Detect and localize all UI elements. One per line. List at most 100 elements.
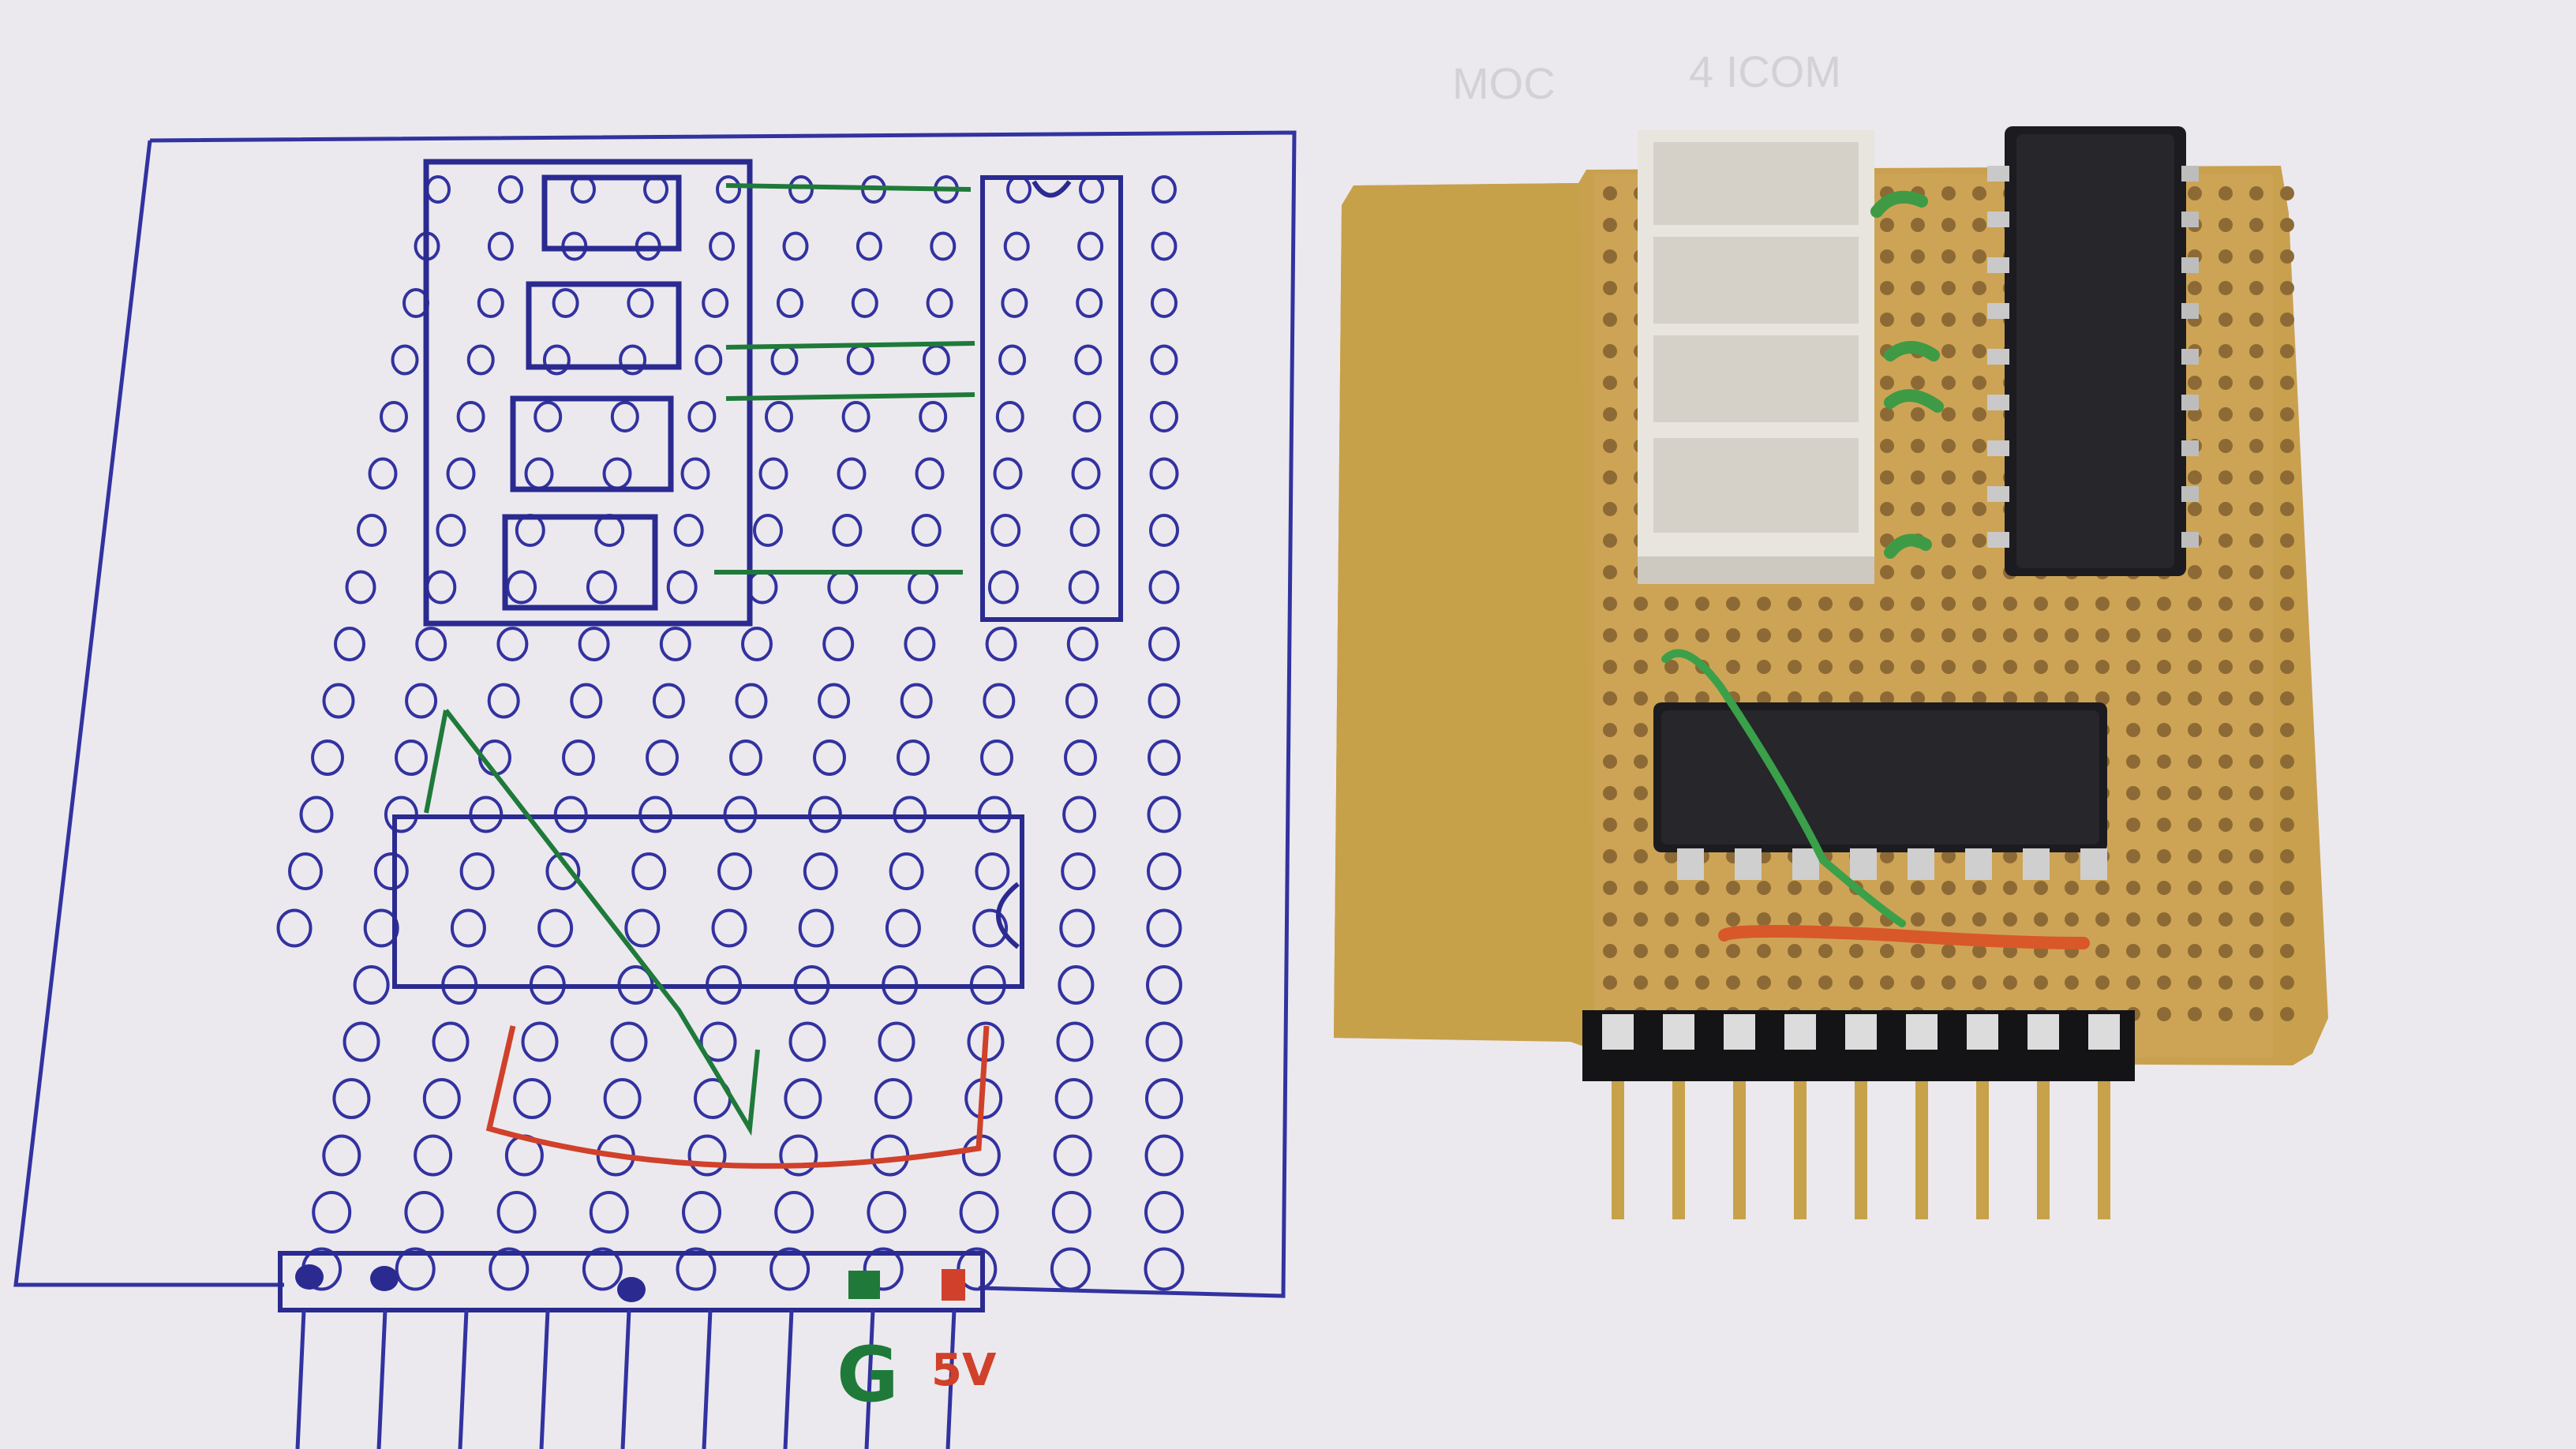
sketch-hole — [687, 1134, 727, 1177]
pin-header-pins — [1602, 1014, 2120, 1219]
stripboard-hole — [2095, 881, 2110, 895]
stripboard-hole — [1757, 881, 1771, 895]
stripboard-hole — [2003, 597, 2017, 611]
stripboard-hole — [2065, 597, 2079, 611]
stripboard-hole — [2218, 502, 2233, 516]
stripboard-hole — [2218, 597, 2233, 611]
sketch-hole — [1062, 796, 1097, 833]
sketch-hole — [414, 1134, 453, 1177]
stripboard-hole — [1941, 881, 1956, 895]
stripboard-hole — [2218, 249, 2233, 264]
stripboard-hole — [1972, 407, 1986, 421]
sketch-hole — [874, 1078, 912, 1119]
stripboard-hole — [2280, 281, 2294, 295]
stripboard-hole — [1941, 281, 1956, 295]
sketch-hole — [1150, 401, 1178, 432]
stripboard-hole — [2157, 881, 2171, 895]
stripboard-hole — [1941, 534, 1956, 548]
stripboard-hole — [1788, 975, 1802, 990]
sketch-hole — [676, 1247, 717, 1291]
stripboard-hole — [1972, 470, 1986, 485]
header-pin — [2037, 1081, 2050, 1219]
stripboard-hole — [2188, 786, 2202, 800]
stripboard-hole — [1603, 881, 1617, 895]
stripboard-photo — [1334, 126, 2328, 1219]
stripboard-hole — [1911, 975, 1925, 990]
sketch-hole — [851, 288, 878, 318]
sketch-hole — [959, 1191, 999, 1234]
stripboard-hole — [1603, 975, 1617, 990]
stripboard-plain-edge — [1334, 183, 1594, 1042]
led-bar-segment-2 — [1653, 237, 1859, 324]
stripboard-hole — [2157, 754, 2171, 769]
sketch-hole — [373, 852, 409, 890]
stripboard-hole — [1603, 944, 1617, 958]
sketch-hole — [1147, 796, 1181, 833]
sketch-hole — [496, 627, 529, 661]
stripboard-hole — [1664, 912, 1679, 927]
stripboard-hole — [1911, 249, 1925, 264]
stripboard-hole — [2218, 691, 2233, 706]
led-bar-display-shadow — [1638, 556, 1874, 584]
stripboard-hole — [1603, 407, 1617, 421]
stripboard-hole — [2249, 565, 2263, 579]
stripboard-hole — [1849, 944, 1863, 958]
sketch-hole — [1065, 683, 1098, 719]
stripboard-hole — [1603, 786, 1617, 800]
stripboard-hole — [1911, 628, 1925, 642]
stripboard-hole — [2034, 628, 2048, 642]
stripboard-hole — [1634, 818, 1648, 832]
stripboard-hole — [1757, 660, 1771, 674]
stripboard-hole — [1972, 944, 1986, 958]
stripboard-hole — [1911, 502, 1925, 516]
stripboard-hole — [1603, 344, 1617, 358]
sketch-hole — [990, 514, 1021, 547]
sketch-led-segment-1 — [541, 174, 682, 252]
ic-pin — [1987, 486, 2009, 502]
sketch-hole — [446, 457, 476, 490]
sketch-hole — [610, 1021, 648, 1062]
ic-pin — [1987, 395, 2009, 410]
stripboard-hole — [1941, 975, 1956, 990]
sketch-hole — [631, 852, 667, 890]
sketch-hole — [878, 1021, 915, 1062]
sketch-hole — [911, 514, 942, 547]
stripboard-hole — [2249, 249, 2263, 264]
stripboard-hole — [2218, 534, 2233, 548]
stripboard-hole — [1941, 470, 1956, 485]
stripboard-hole — [1941, 186, 1956, 200]
stripboard-hole — [1849, 975, 1863, 990]
stripboard-hole — [2188, 881, 2202, 895]
stripboard-hole — [2218, 407, 2233, 421]
sketch-hole — [1146, 908, 1182, 948]
stripboard-hole — [1941, 597, 1956, 611]
stripboard-hole — [2188, 597, 2202, 611]
ic-pin — [1792, 848, 1819, 880]
header-pin-collar — [2027, 1014, 2059, 1050]
stripboard-hole — [1911, 313, 1925, 327]
sketch-board-outline — [13, 130, 1297, 1298]
stripboard-hole — [1941, 944, 1956, 958]
stripboard-hole — [2003, 849, 2017, 863]
stripboard-hole — [1880, 502, 1894, 516]
sketch-hole — [391, 344, 419, 376]
stripboard-hole — [2218, 313, 2233, 327]
sketch-hole — [589, 1191, 629, 1234]
stripboard-hole — [1941, 439, 1956, 453]
sketch-hole — [666, 570, 698, 605]
stripboard-hole — [1818, 597, 1833, 611]
sketch-hole — [288, 852, 323, 890]
ic-pin — [1987, 212, 2009, 227]
sketch-header-pin — [783, 1309, 794, 1449]
sketch-hole — [717, 852, 752, 890]
header-pin — [1855, 1081, 1867, 1219]
sketch-hole — [1001, 288, 1028, 318]
stripboard-hole — [2218, 723, 2233, 737]
sketch-green-wires — [424, 183, 975, 1136]
stripboard-hole — [1603, 439, 1617, 453]
stripboard-hole — [1880, 313, 1894, 327]
sketch-supply-label: 5V — [931, 1345, 997, 1396]
stripboard-hole — [2188, 470, 2202, 485]
stripboard-hole — [2218, 881, 2233, 895]
ic-pin — [2181, 166, 2199, 182]
